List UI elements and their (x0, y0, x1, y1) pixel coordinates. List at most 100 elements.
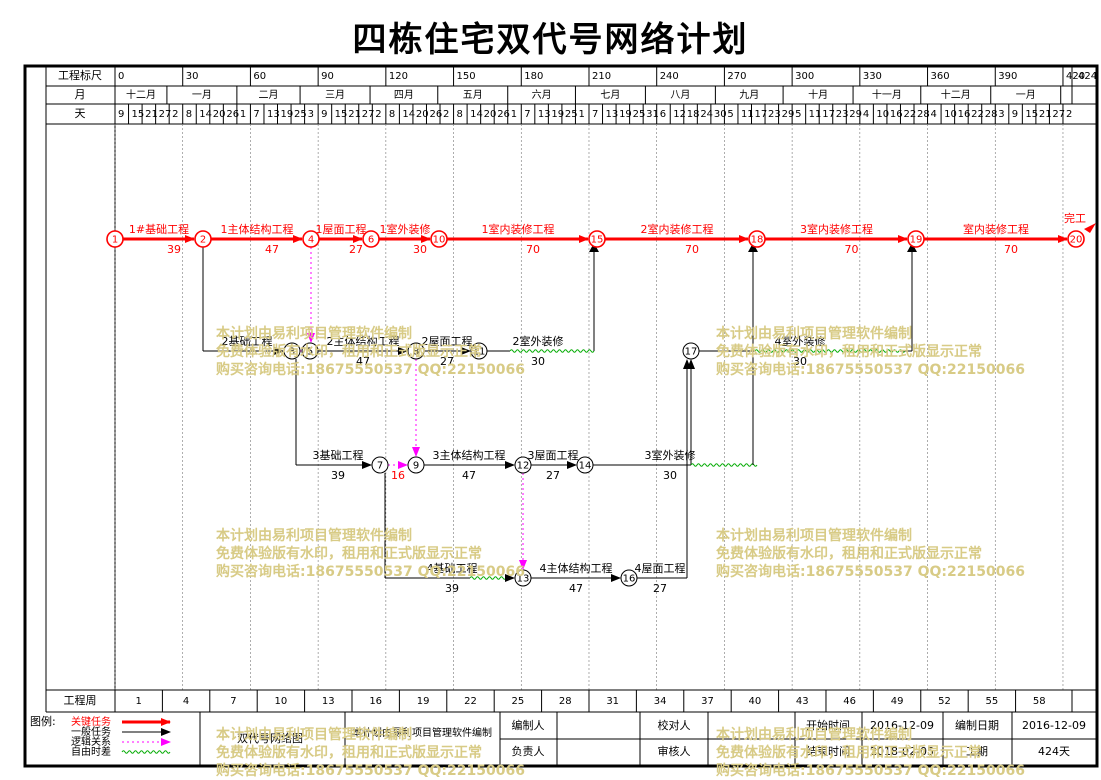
task-name: 2室内装修工程 (641, 222, 714, 236)
network-node (371, 456, 389, 474)
day-label: 25 (565, 109, 578, 120)
scale-tick-label: 390 (998, 71, 1017, 82)
task-name: 2屋面工程 (422, 335, 473, 348)
day-label: 19 (281, 109, 294, 120)
day-label: 26 (226, 109, 239, 120)
month-label: 三月 (325, 89, 345, 101)
task-duration: 70 (526, 243, 540, 256)
scale-tick-label: 60 (253, 71, 266, 82)
task-name: 2室外装修 (513, 334, 564, 348)
month-label: 九月 (739, 89, 759, 101)
network-node (682, 342, 700, 360)
task-duration: 16 (391, 469, 405, 482)
duration-label: 工期 (966, 745, 988, 758)
node-label: 13 (517, 574, 530, 585)
week-row-label: 工程周 (64, 694, 97, 707)
day-label: 30 (714, 109, 727, 120)
legend-label: 自由时差 (71, 745, 111, 758)
scale-tick-label: 120 (389, 71, 408, 82)
day-row-label: 天 (75, 107, 86, 120)
day-label: 15 (1025, 109, 1038, 120)
day-label: 19 (551, 109, 564, 120)
node-label: 7 (377, 461, 383, 472)
node-label: 20 (1070, 235, 1083, 246)
scale-tick-label: 150 (457, 71, 476, 82)
month-label: 八月 (670, 89, 690, 101)
day-label: 3 (998, 109, 1004, 120)
scale-row-label: 工程标尺 (58, 68, 102, 82)
finish-label: 完工 (1064, 211, 1086, 225)
checker-label: 校对人 (658, 718, 691, 732)
task-name: 1室内装修工程 (482, 222, 555, 236)
task-name: 2基础工程 (222, 335, 273, 348)
day-label: 3 (308, 109, 314, 120)
week-label: 58 (1033, 696, 1046, 707)
day-label: 1 (240, 109, 246, 120)
day-label: 22 (971, 109, 984, 120)
end-label: 结束时间 (806, 745, 850, 758)
day-label: 2 (1066, 109, 1072, 120)
day-label: 8 (457, 109, 463, 120)
week-label: 13 (322, 696, 335, 707)
task-name: 4屋面工程 (635, 562, 686, 575)
week-label: 52 (938, 696, 951, 707)
task-duration: 39 (445, 582, 459, 595)
network-node (362, 230, 380, 248)
day-label: 25 (294, 109, 307, 120)
node-label: 10 (433, 235, 446, 246)
day-label: 29 (782, 109, 795, 120)
task-duration: 30 (531, 355, 545, 368)
node-label: 6 (368, 235, 374, 246)
arrowhead-icon (907, 243, 917, 252)
day-label: 21 (1039, 109, 1052, 120)
network-node (907, 230, 925, 248)
day-label: 21 (348, 109, 361, 120)
day-label: 23 (836, 109, 849, 120)
end-value: 2018-02-05 (870, 745, 934, 758)
week-label: 46 (843, 696, 856, 707)
month-label: 六月 (532, 89, 552, 101)
task-duration: 47 (356, 355, 370, 368)
day-label: 15 (335, 109, 348, 120)
day-label: 28 (917, 109, 930, 120)
day-label: 27 (159, 109, 172, 120)
day-label: 13 (538, 109, 551, 120)
network-node (514, 569, 532, 587)
month-label: 二月 (258, 89, 278, 101)
day-label: 29 (849, 109, 862, 120)
day-label: 23 (768, 109, 781, 120)
month-label: 五月 (463, 89, 483, 101)
week-label: 34 (654, 696, 667, 707)
day-label: 8 (389, 109, 395, 120)
legend-label: 关键任务 (71, 715, 111, 728)
month-label: 十月 (808, 88, 828, 101)
task-name: 1屋面工程 (316, 223, 367, 236)
day-label: 7 (253, 109, 259, 120)
task-duration: 30 (793, 355, 807, 368)
task-name: 2主体结构工程 (327, 334, 400, 348)
week-label: 7 (230, 696, 236, 707)
task-duration: 27 (440, 355, 454, 368)
network-node (514, 456, 532, 474)
node-label: 3 (289, 347, 295, 358)
day-label: 2 (443, 109, 449, 120)
legend-label: 逻辑关系 (71, 735, 111, 748)
network-node (1067, 230, 1085, 248)
day-label: 14 (402, 109, 415, 120)
scale-tick-label: 90 (321, 71, 334, 82)
day-label: 31 (646, 109, 659, 120)
scale-tick-label: 270 (727, 71, 746, 82)
day-label: 26 (429, 109, 442, 120)
task-name: 1#基础工程 (129, 223, 189, 236)
scale-tick-label: 210 (592, 71, 611, 82)
day-label: 16 (958, 109, 971, 120)
scale-tick-label: 300 (795, 71, 814, 82)
scale-tick-label: 360 (931, 71, 950, 82)
outer-frame (23, 64, 1099, 768)
scale-tick-label: 420 (1066, 71, 1085, 82)
day-label: 28 (985, 109, 998, 120)
duration-value: 424天 (1038, 745, 1070, 758)
legend-title: 图例: (30, 714, 56, 728)
week-label: 49 (891, 696, 904, 707)
